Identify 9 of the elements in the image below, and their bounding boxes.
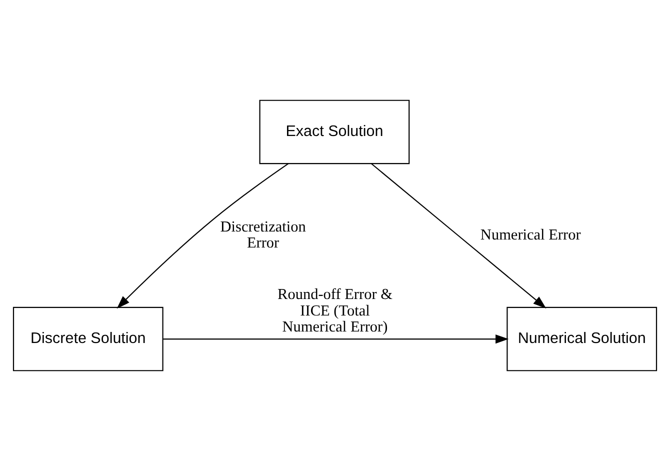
arrow	[116, 163, 289, 309]
node-box: Exact Solution	[259, 100, 410, 164]
node-box: Discrete Solution	[12, 306, 164, 372]
edge-label: Discretization Error	[220, 218, 306, 252]
edge-label: Numerical Error	[480, 226, 581, 244]
node-box: Numerical Solution	[506, 306, 658, 372]
arrow	[163, 334, 509, 344]
arrow	[371, 163, 546, 308]
edge-label: Round-off Error & IICE (Total Numerical Error)	[278, 286, 392, 336]
